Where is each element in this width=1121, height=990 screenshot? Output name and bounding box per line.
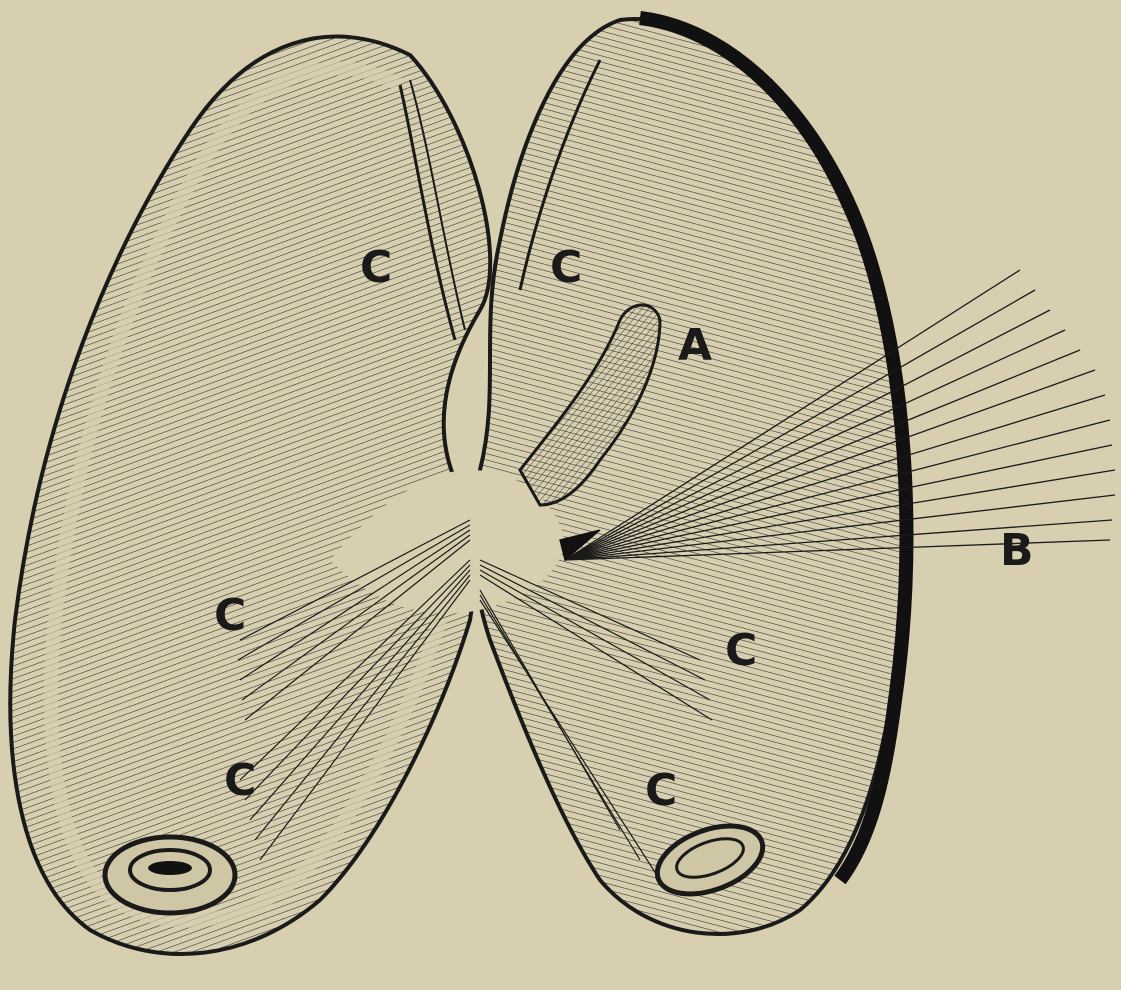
label-c-3: C bbox=[214, 590, 246, 641]
label-c-1: C bbox=[360, 242, 392, 293]
label-c-5: C bbox=[224, 755, 256, 806]
label-c-4: C bbox=[725, 625, 757, 676]
label-c-6: C bbox=[645, 765, 677, 816]
left-siphon bbox=[105, 837, 235, 913]
label-b: B bbox=[1000, 525, 1034, 576]
label-a: A bbox=[678, 320, 712, 371]
label-c-2: C bbox=[550, 242, 582, 293]
